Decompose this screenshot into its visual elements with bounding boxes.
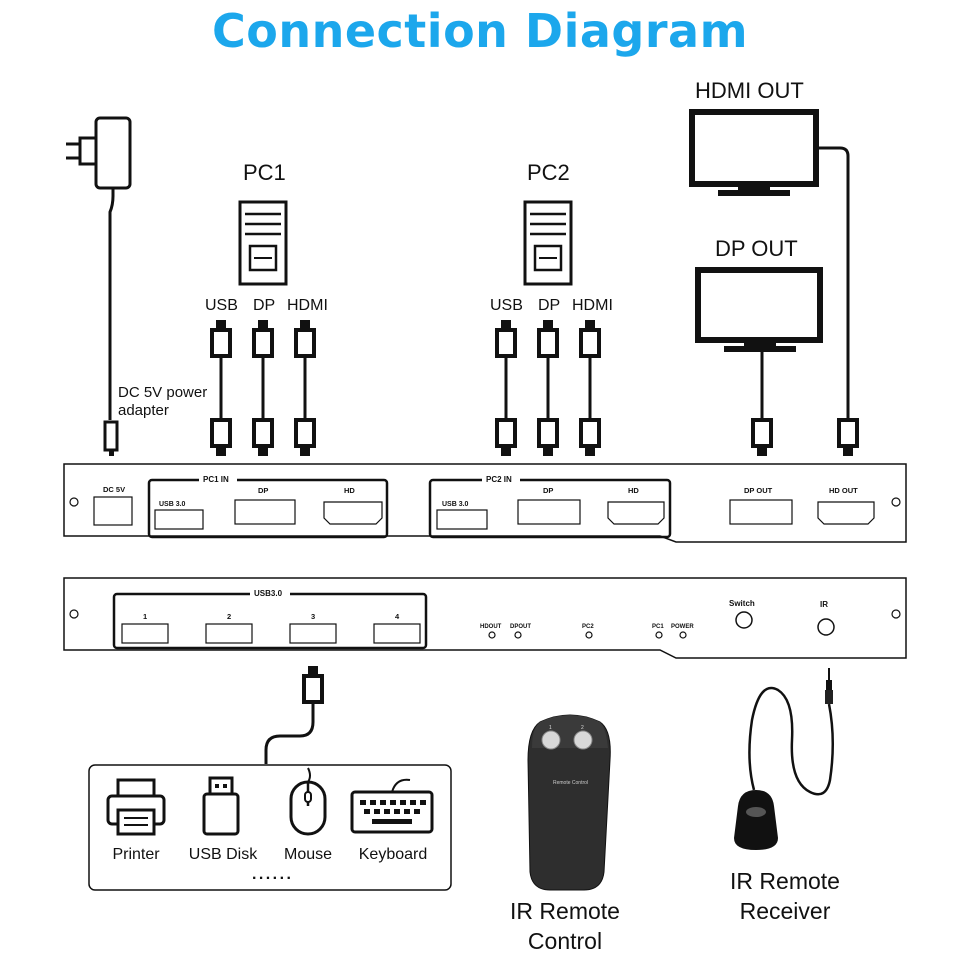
pc2-label: PC2 xyxy=(527,160,570,185)
peripheral-usb-disk-label: USB Disk xyxy=(188,846,258,863)
rear-pc1-usb-label: USB 3.0 xyxy=(159,501,186,508)
ir-remote-control-icon: 1 2 Remote Control xyxy=(527,714,611,891)
remote-caption-line2: Control xyxy=(527,928,603,954)
front-panel xyxy=(63,577,907,659)
printer-icon xyxy=(106,778,166,836)
dp-monitor-icon xyxy=(695,267,823,458)
usb-disk-icon xyxy=(202,776,240,836)
pc2-port-usb-label: USB xyxy=(490,297,523,314)
rear-pc1-hd-label: HD xyxy=(344,486,355,495)
rear-pc1-dp-label: DP xyxy=(258,486,268,495)
peripheral-printer-label: Printer xyxy=(112,846,160,863)
hdmi-monitor-icon xyxy=(689,109,859,458)
pc2-port-hdmi-label: HDMI xyxy=(572,297,613,314)
rear-pc2-in-label: PC2 IN xyxy=(486,475,512,484)
dp-out-label: DP OUT xyxy=(715,236,798,261)
pc2-tower-icon xyxy=(523,200,573,286)
pc2-cables xyxy=(495,318,601,458)
receiver-caption-line1: IR Remote xyxy=(730,868,840,894)
mouse-icon xyxy=(289,767,327,836)
pc1-tower-icon xyxy=(238,200,288,286)
front-usb-port-3-label: 3 xyxy=(311,612,315,621)
peripheral-mouse-label: Mouse xyxy=(283,846,333,863)
rear-pc2-usb-label: USB 3.0 xyxy=(442,501,469,508)
peripheral-keyboard-label: Keyboard xyxy=(358,846,428,863)
pc1-cables xyxy=(210,318,316,458)
remote-button-2-label: 2 xyxy=(581,725,584,731)
front-ir-label: IR xyxy=(820,600,828,609)
front-led-power-label: POWER xyxy=(671,624,694,630)
power-adapter-label-line2: adapter xyxy=(118,402,169,419)
remote-body-text: Remote Control xyxy=(553,780,588,786)
rear-hd-out-label: HD OUT xyxy=(829,486,858,495)
front-usb-port-4-label: 4 xyxy=(395,612,400,621)
hdmi-out-label: HDMI OUT xyxy=(695,78,804,103)
ir-receiver-icon xyxy=(734,668,835,850)
pc1-label: PC1 xyxy=(243,160,286,185)
front-led-dpout-label: DPOUT xyxy=(510,624,531,630)
front-usb-port-1-label: 1 xyxy=(143,612,147,621)
front-led-pc1-label: PC1 xyxy=(652,624,664,630)
power-adapter-icon xyxy=(66,116,132,456)
front-switch-label: Switch xyxy=(729,599,755,608)
receiver-caption-line2: Receiver xyxy=(739,898,831,924)
pc1-port-hdmi-label: HDMI xyxy=(287,297,328,314)
power-adapter-label-line1: DC 5V power xyxy=(118,384,208,401)
front-usb-port-2-label: 2 xyxy=(227,612,231,621)
pc2-port-dp-label: DP xyxy=(538,297,561,314)
remote-caption-line1: IR Remote xyxy=(510,898,620,924)
rear-pc2-hd-label: HD xyxy=(628,486,639,495)
remote-button-1-label: 1 xyxy=(549,725,552,731)
front-usb-group-label: USB3.0 xyxy=(254,589,283,598)
rear-panel xyxy=(63,463,907,543)
pc1-port-usb-label: USB xyxy=(205,297,238,314)
usb-hub-cable xyxy=(264,666,324,764)
peripheral-more-label: . . . . . . xyxy=(252,866,291,883)
panel-labels: DC 5V PC1 IN USB 3.0 DP HD PC2 IN USB 3.… xyxy=(103,475,858,630)
rear-dp-out-label: DP OUT xyxy=(744,486,773,495)
rear-pc1-in-label: PC1 IN xyxy=(203,475,229,484)
diagram-title: Connection Diagram xyxy=(211,4,749,58)
pc1-port-dp-label: DP xyxy=(253,297,276,314)
rear-pc2-dp-label: DP xyxy=(543,486,553,495)
rear-dc-label: DC 5V xyxy=(103,485,125,494)
front-led-pc2-label: PC2 xyxy=(582,624,594,630)
keyboard-icon xyxy=(350,778,434,834)
front-led-hdout-label: HDOUT xyxy=(480,624,502,630)
